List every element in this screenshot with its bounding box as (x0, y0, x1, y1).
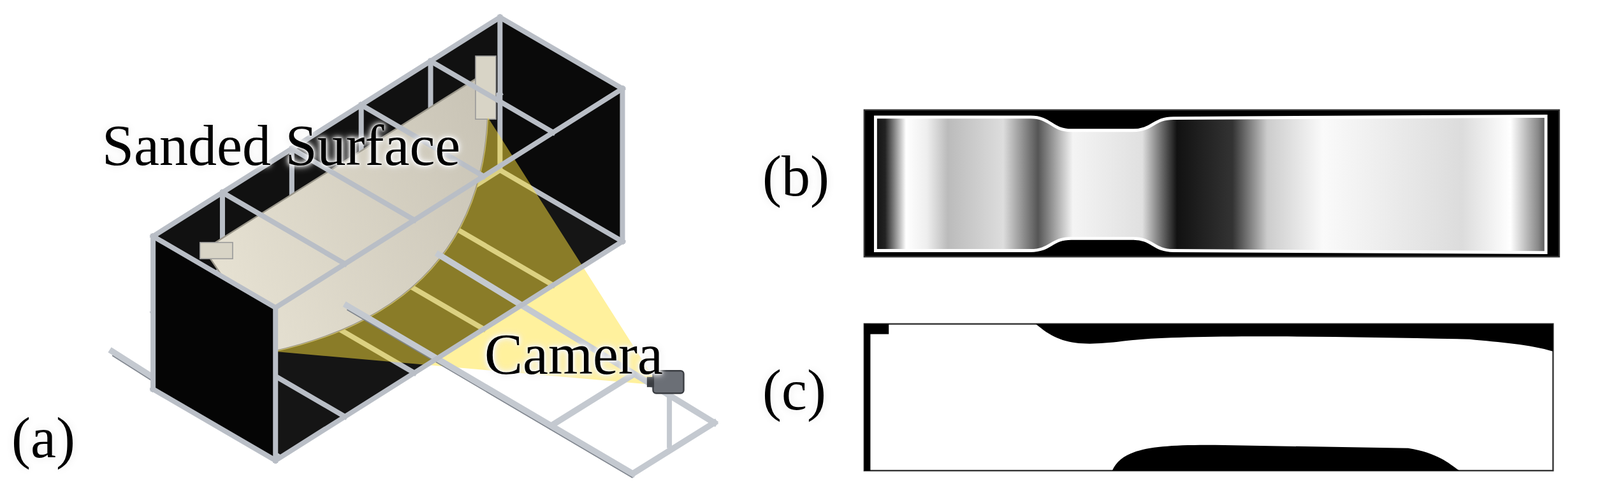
figure-label: Sanded Surface (101, 117, 461, 175)
figure-label: Camera (484, 326, 663, 384)
figure-label: (b) (762, 147, 830, 206)
figure-label: (c) (762, 362, 827, 420)
figure-label: (a) (11, 409, 76, 468)
